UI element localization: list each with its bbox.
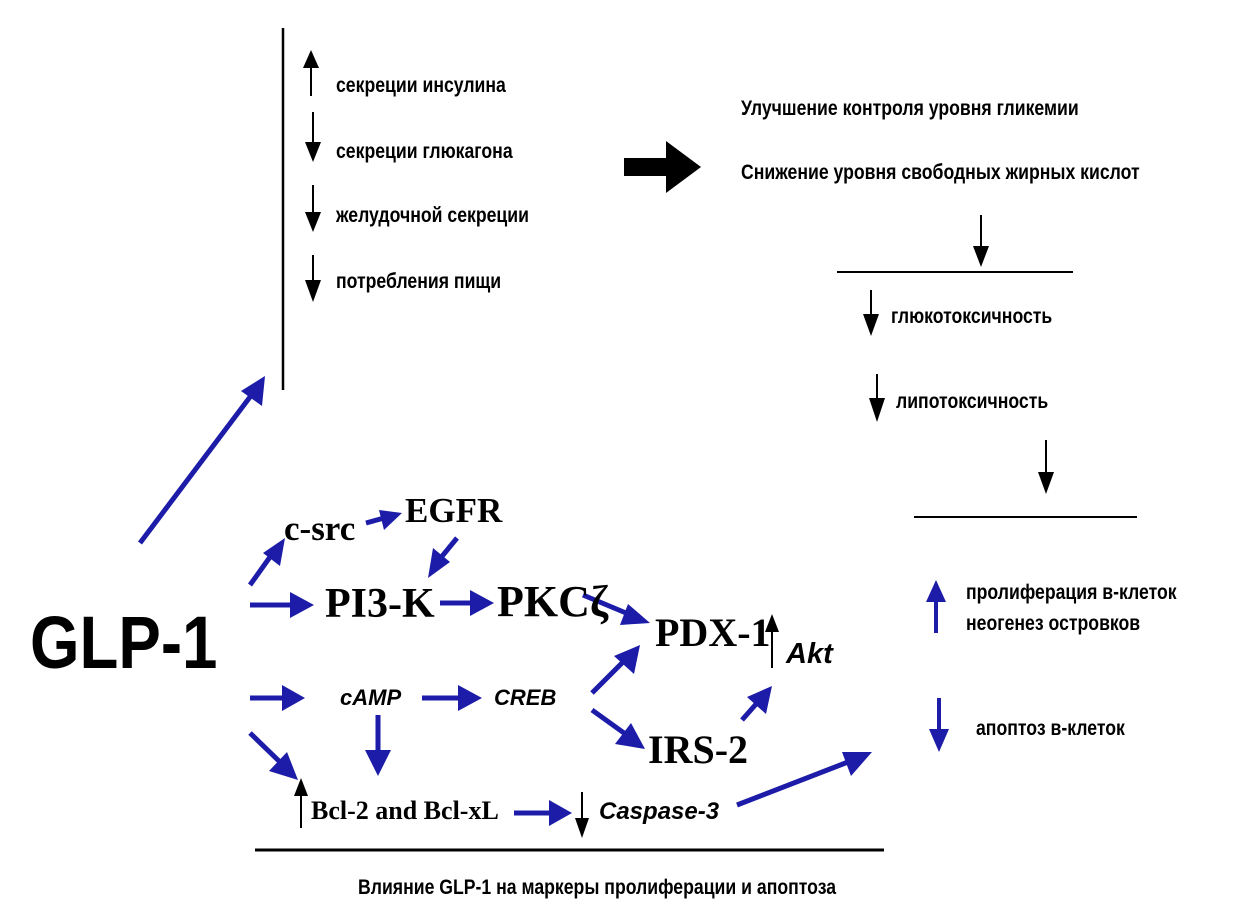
apoptosis-arrow-down: [929, 698, 949, 752]
effect-arrow-up-1: [303, 50, 319, 96]
hormone-glp1: GLP-1: [30, 601, 218, 684]
effect-arrow-down-3: [305, 185, 321, 232]
node-bcl: Bcl-2 and Bcl-xL: [311, 796, 499, 825]
glp1-to-effects-arrow: [138, 376, 265, 545]
node-camp: cAMP: [340, 685, 402, 710]
caspase-arrow-down: [575, 792, 589, 838]
effect-label-insulin: секреции инсулина: [336, 74, 506, 97]
outcome-ffa: Снижение уровня свободных жирных кислот: [741, 161, 1140, 184]
proliferation-arrow-up: [926, 580, 946, 633]
pkc-to-pdx1-arrow: [582, 592, 650, 625]
node-pkcz: PKCζ: [497, 577, 609, 626]
camp-to-bcl-arrow: [365, 715, 391, 776]
caspase-to-apoptosis-arrow: [736, 752, 872, 808]
big-result-arrow: [624, 141, 701, 193]
lipotoxicity-arrow-down: [869, 374, 885, 422]
node-egfr: EGFR: [405, 491, 503, 530]
effect-label-gastric: желудочной секреции: [336, 204, 529, 227]
to-camp-arrow: [250, 685, 305, 711]
node-pdx1: PDX-1: [655, 610, 771, 655]
figure-caption: Влияние GLP-1 на маркеры пролиферации и …: [358, 876, 837, 899]
akt-arrow-up: [765, 614, 779, 668]
camp-to-creb-arrow: [422, 685, 482, 711]
node-pi3k: PI3-K: [325, 581, 435, 627]
node-irs2: IRS-2: [648, 727, 749, 772]
to-csrc-arrow: [247, 538, 285, 587]
outcome-arrow-down-b: [1038, 440, 1054, 494]
proliferation-label: пролиферация в-клеток: [966, 581, 1177, 604]
bcl-to-caspase-arrow: [514, 800, 572, 826]
outcome-glycemia: Улучшение контроля уровня гликемии: [741, 97, 1079, 120]
to-pi3k-arrow: [250, 592, 314, 618]
effect-label-glucagon: секреции глюкагона: [336, 140, 513, 163]
node-csrc: c-src: [284, 509, 356, 548]
apoptosis-label: апоптоз в-клеток: [976, 717, 1125, 740]
to-bcl-arrow: [248, 731, 298, 780]
lipotoxicity-label: липотоксичность: [896, 390, 1049, 413]
pi3k-to-pkc-arrow: [440, 590, 494, 616]
neogenesis-label: неогенез островков: [966, 612, 1141, 635]
effect-arrow-down-4: [305, 255, 321, 302]
effect-label-food-intake: потребления пищи: [336, 270, 502, 293]
egfr-to-pi3k-arrow: [428, 536, 459, 578]
glucotoxicity-label: глюкотоксичность: [891, 305, 1053, 328]
creb-to-irs2-arrow: [590, 707, 645, 749]
node-akt: Akt: [786, 638, 833, 670]
creb-to-pdx1-arrow: [590, 645, 640, 695]
irs2-to-akt-arrow: [740, 686, 772, 722]
bcl-arrow-up: [294, 778, 308, 828]
node-caspase: Caspase-3: [599, 798, 720, 825]
glucotoxicity-arrow-down: [863, 290, 879, 336]
effect-arrow-down-2: [305, 112, 321, 162]
outcome-arrow-down-a: [973, 215, 989, 267]
csrc-to-egfr-arrow: [365, 510, 402, 530]
node-creb: CREB: [494, 685, 557, 710]
